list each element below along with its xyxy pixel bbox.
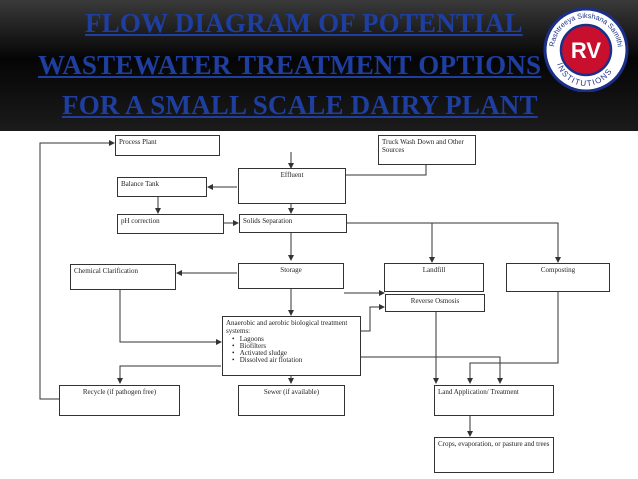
node-balance-tank: Balance Tank — [117, 177, 207, 197]
list-item: Biofilters — [232, 343, 357, 350]
node-ph-correction-label: pH correction — [121, 217, 160, 225]
node-landfill-label: Landfill — [422, 266, 446, 274]
connector-biological-to-land — [361, 356, 503, 384]
node-storage-label: Storage — [280, 266, 302, 274]
title-banner — [0, 0, 638, 131]
node-biological-treatment-label: Anaerobic and aerobic biological treatme… — [226, 319, 348, 335]
node-composting-label: Composting — [540, 266, 576, 274]
node-process-plant-label: Process Plant — [119, 138, 157, 146]
node-recycle-label: Recycle (if pathogen free) — [82, 388, 157, 396]
node-solids-separation-label: Solids Separation — [243, 217, 293, 225]
node-effluent-label: Effluent — [280, 171, 304, 179]
node-chemical-clarification: Chemical Clarification — [70, 264, 176, 290]
node-solids-separation: Solids Separation — [239, 214, 347, 233]
logo-center-disc — [559, 23, 613, 77]
node-landfill: Landfill — [384, 263, 484, 292]
list-item: Lagoons — [232, 336, 357, 343]
node-effluent: Effluent — [238, 168, 346, 204]
node-truck-wash: Truck Wash Down and Other Sources — [378, 135, 476, 165]
connector-biological-to-recycle — [117, 365, 221, 384]
flow-diagram: Process Plant Truck Wash Down and Other … — [0, 131, 638, 479]
node-reverse-osmosis: Reverse Osmosis — [385, 294, 485, 312]
title-line-3: FOR A SMALL SCALE DAIRY PLANT — [62, 90, 538, 120]
node-ph-correction: pH correction — [117, 214, 224, 234]
node-land-application-label: Land Application/ Treatment — [438, 388, 519, 396]
node-composting: Composting — [506, 263, 610, 292]
connector-recycle-loop — [39, 140, 115, 400]
rv-institutions-logo: Rashtreeya Sikshana Samithi Trust INSTIT… — [536, 0, 629, 92]
node-balance-tank-label: Balance Tank — [121, 180, 160, 188]
title-line-2: WASTEWATER TREATMENT OPTIONS — [38, 50, 542, 80]
title-line-1: FLOW DIAGRAM OF POTENTIAL — [85, 8, 523, 38]
flow-connectors — [39, 140, 561, 437]
node-recycle: Recycle (if pathogen free) — [59, 385, 180, 416]
list-item: Activated sludge — [232, 350, 357, 357]
node-storage: Storage — [238, 263, 344, 289]
connector-biological-to-ro — [361, 304, 385, 332]
node-crops-label: Crops, evaporation, or pasture and trees — [438, 440, 550, 448]
node-sewer-label: Sewer (if available) — [263, 388, 320, 396]
connector-clarification-to-biological — [119, 290, 222, 345]
biological-treatment-list: Lagoons Biofilters Activated sludge Diss… — [232, 336, 357, 364]
node-truck-wash-label: Truck Wash Down and Other Sources — [382, 138, 464, 154]
node-land-application: Land Application/ Treatment — [434, 385, 554, 416]
logo-initials: RV — [571, 38, 601, 63]
node-sewer: Sewer (if available) — [238, 385, 345, 416]
node-crops: Crops, evaporation, or pasture and trees — [434, 437, 554, 473]
node-biological-treatment: Anaerobic and aerobic biological treatme… — [222, 316, 361, 376]
connector-solids-to-disposal — [347, 222, 561, 263]
node-reverse-osmosis-label: Reverse Osmosis — [410, 297, 460, 305]
node-process-plant: Process Plant — [115, 135, 220, 156]
node-chemical-clarification-label: Chemical Clarification — [74, 267, 138, 275]
list-item: Dissolved air flotation — [232, 357, 357, 364]
connector-composting-to-land — [467, 291, 559, 384]
